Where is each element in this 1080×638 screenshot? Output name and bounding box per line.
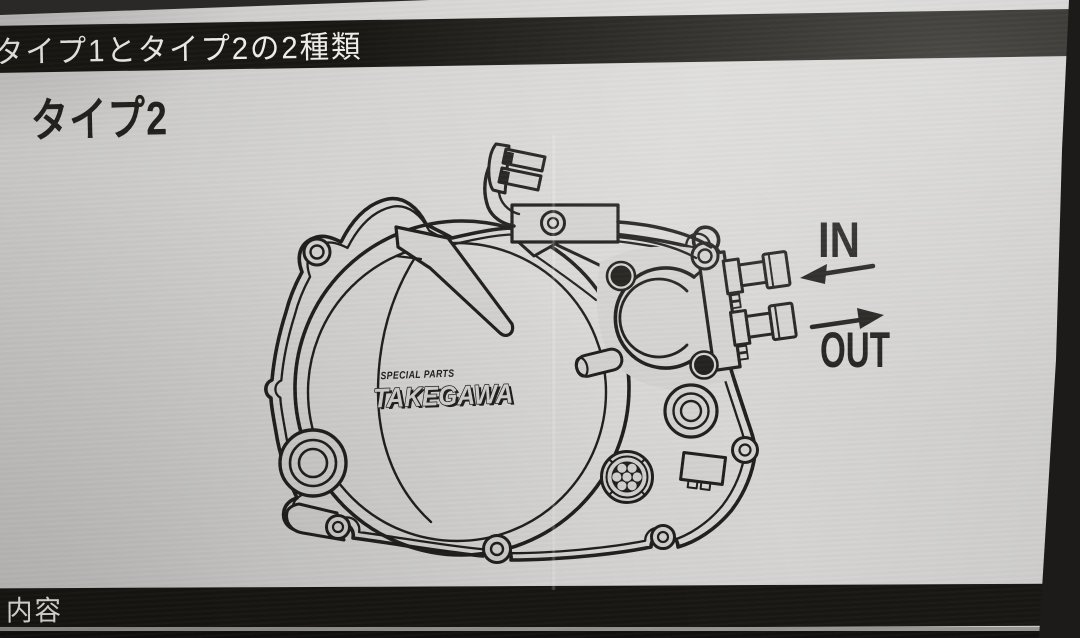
- paper-bottom-edge: [0, 627, 1080, 632]
- oil-fitting-assembly: [696, 250, 798, 372]
- out-port-nipple: [728, 301, 798, 347]
- oil-filter-cap: [600, 450, 654, 504]
- fitting-bolt-upper: [605, 260, 637, 292]
- header-banner-label: タイプ1とタイプ2の2種類: [0, 29, 363, 70]
- brand-tagline: SPECIAL PARTS: [380, 368, 454, 383]
- perimeter-bolt-lugs: [285, 237, 759, 564]
- fitting-bolt-lower: [689, 350, 719, 380]
- lower-fitting-block: [679, 451, 728, 491]
- paper-crease: [551, 135, 556, 590]
- port-annotations: IN OUT: [800, 212, 890, 378]
- kickstarter-shaft-boss: [663, 383, 719, 439]
- stub-pipe: [574, 347, 624, 378]
- lower-left-boss: [278, 428, 348, 498]
- mounting-bracket: [483, 142, 713, 260]
- in-label: IN: [818, 212, 860, 268]
- photo-bottom-shadow: [0, 631, 1080, 638]
- out-arrow-icon: [809, 308, 884, 330]
- top-wedge-tab: [394, 225, 515, 337]
- footer-banner-label: 内容: [5, 595, 64, 627]
- out-label: OUT: [820, 322, 890, 378]
- brand-logo: SPECIAL PARTS TAKEGAWA TAKEGAWA: [372, 368, 516, 416]
- casting-rib-line: [376, 242, 433, 524]
- clutch-cover-circle: [293, 219, 631, 557]
- brand-name: TAKEGAWA: [373, 379, 514, 414]
- in-port-nipple: [721, 250, 792, 296]
- brand-name-shadow: TAKEGAWA: [375, 381, 516, 416]
- section-title: タイプ2: [30, 91, 169, 147]
- footer-banner: 内容: [0, 583, 1080, 631]
- in-arrow-icon: [800, 263, 876, 284]
